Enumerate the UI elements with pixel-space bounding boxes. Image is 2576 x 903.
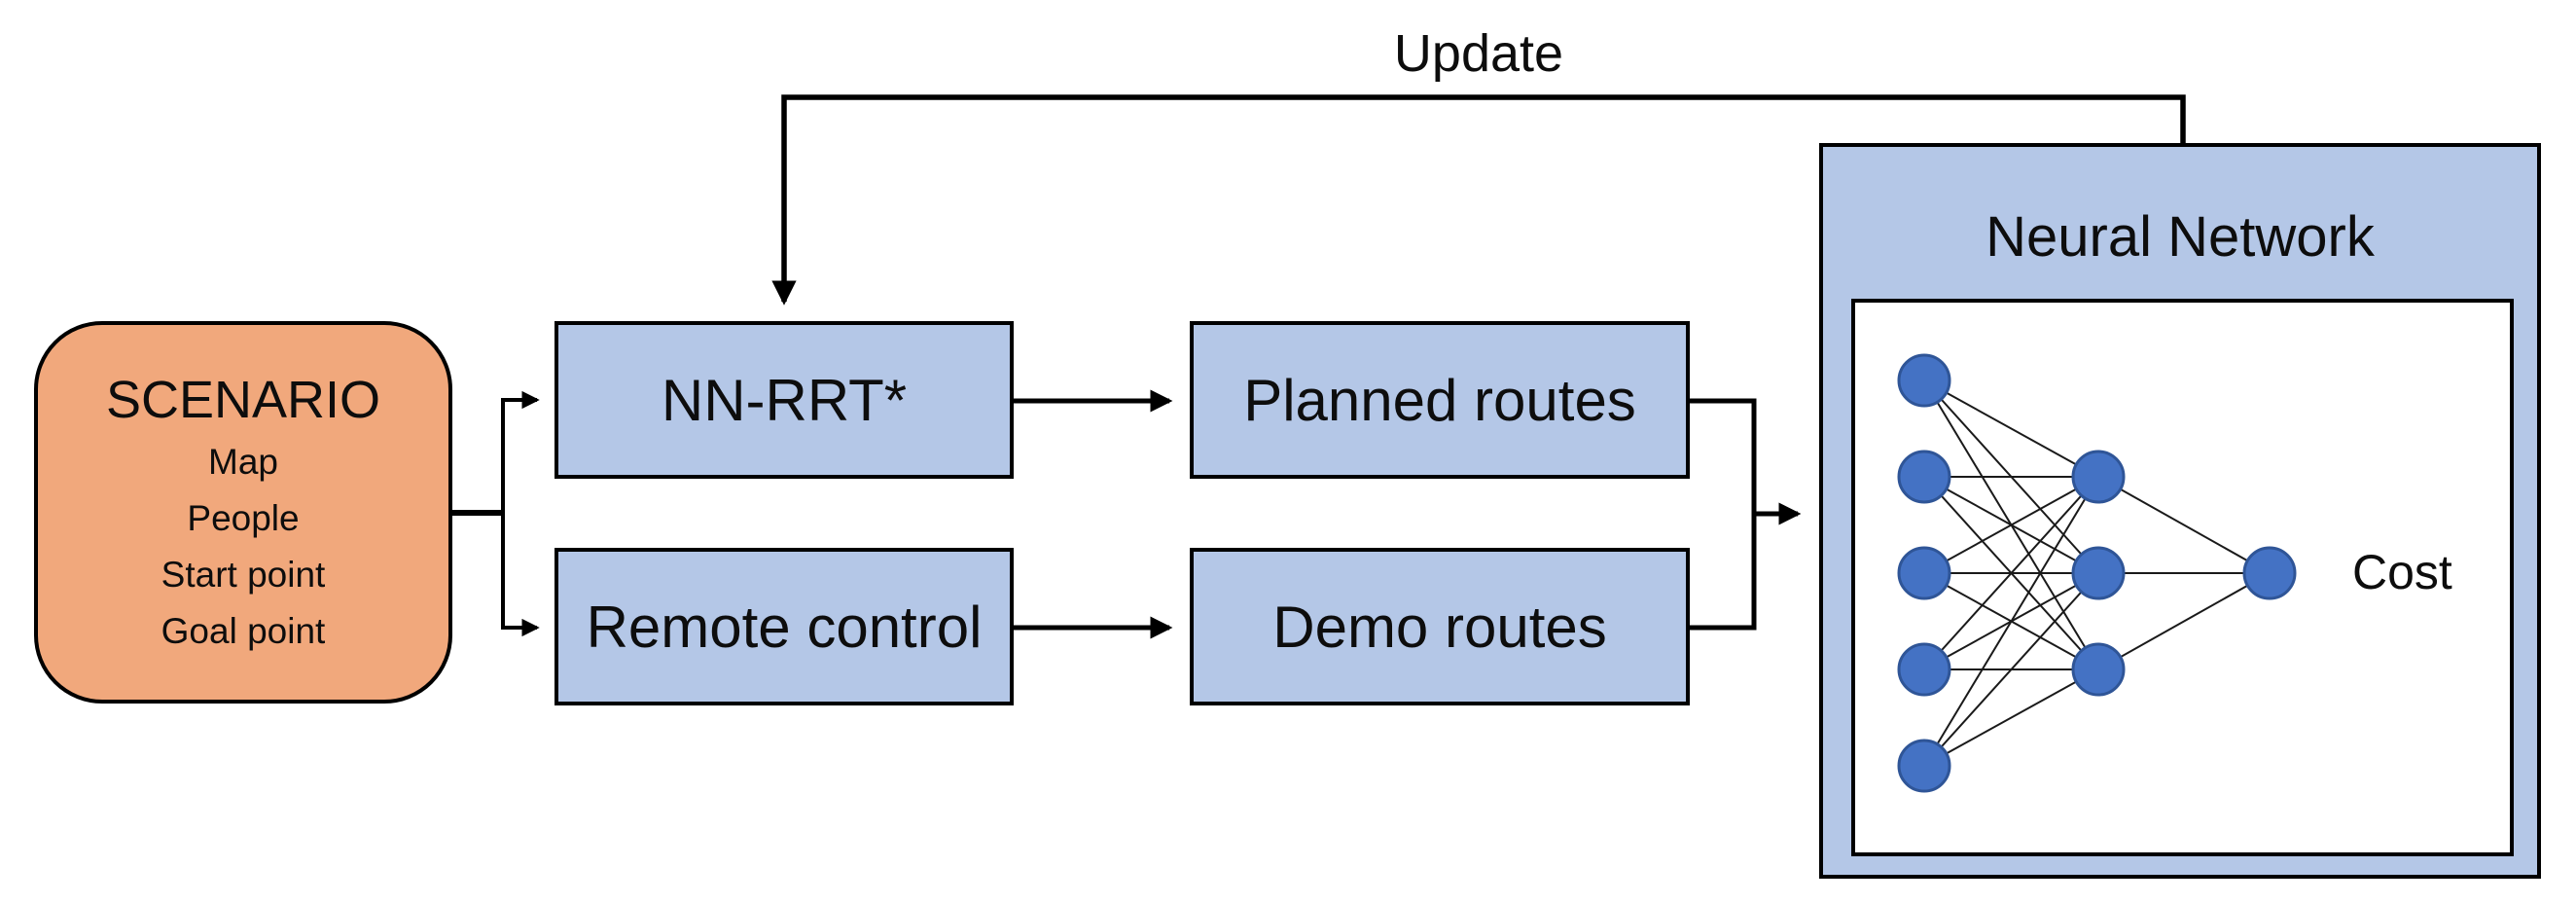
remote-control-label: Remote control: [586, 594, 983, 660]
cost-label: Cost: [2352, 545, 2452, 599]
nn-edge: [1923, 379, 2099, 478]
scenario-item-start-point: Start point: [161, 554, 326, 595]
nn-edge: [1923, 476, 2099, 670]
nn-node-layer1: [1897, 546, 1951, 600]
planned-routes-box: Planned routes: [1190, 321, 1690, 479]
nn-node-layer2: [2071, 450, 2126, 504]
neural-network-title: Neural Network: [1986, 205, 2375, 269]
scenario-title: SCENARIO: [105, 370, 381, 429]
nn-edge: [1923, 476, 2099, 767]
update-feedback-line: [771, 94, 2186, 306]
nn-edge: [2097, 476, 2271, 574]
nn-node-layer1: [1897, 450, 1951, 504]
update-label: Update: [1393, 24, 1564, 83]
scenario-item-goal-point: Goal point: [161, 610, 326, 651]
nn-edge: [1923, 476, 2099, 574]
nn-node-layer2: [2071, 642, 2126, 697]
nn-node-layer3: [2242, 546, 2297, 600]
nn-node-layer1: [1897, 642, 1951, 697]
nn-edge: [1923, 668, 2099, 767]
demo-routes-label: Demo routes: [1272, 594, 1607, 660]
neural-network-inner-box: [1851, 299, 2514, 856]
nn-rrt-box: NN-RRT*: [555, 321, 1014, 479]
planned-routes-label: Planned routes: [1243, 367, 1636, 433]
nn-rrt-label: NN-RRT*: [661, 367, 908, 433]
scenario-item-map: Map: [208, 441, 278, 482]
nn-node-layer2: [2071, 546, 2126, 600]
demo-routes-box: Demo routes: [1190, 548, 1690, 705]
nn-node-layer1: [1897, 353, 1951, 408]
scenario-item-people: People: [187, 497, 300, 538]
nn-node-layer1: [1897, 739, 1951, 793]
remote-control-box: Remote control: [555, 548, 1014, 705]
nn-edge: [1923, 572, 2099, 767]
nn-edge: [2097, 572, 2271, 670]
scenario-box: SCENARIO Map People Start point Goal poi…: [34, 321, 452, 704]
